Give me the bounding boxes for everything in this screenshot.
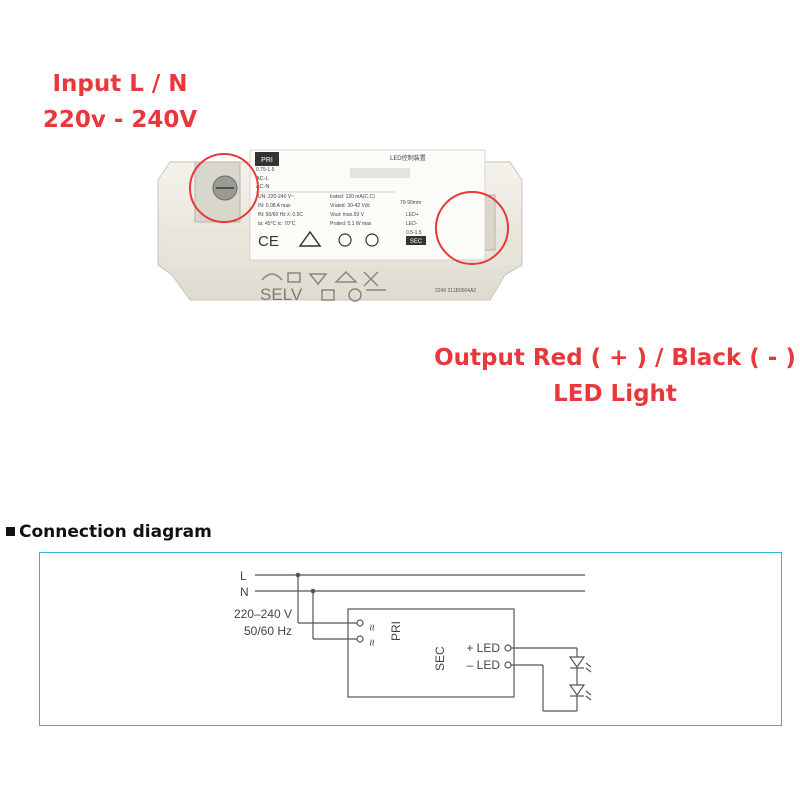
connection-diagram-frame: L N 220–240 V 50/60 Hz PRI ≈ ≈ SEC + LED… [39, 552, 782, 726]
certification-icon [338, 233, 352, 247]
led-diode-icon [568, 684, 592, 703]
junction-dot [295, 572, 301, 578]
terminal-l [356, 619, 364, 627]
input-highlight-circle [189, 153, 259, 223]
terminal-led-plus [504, 644, 512, 652]
label-ta: ta: 45°C tc: 70°C [258, 221, 296, 227]
bullet-square-icon [6, 527, 15, 536]
label-vout: Vout: max.59 V [330, 212, 365, 218]
label-in: IN: 0.08 A max [258, 203, 291, 209]
label-sec: SEC [433, 646, 447, 671]
safety-triangle-icon [298, 230, 322, 247]
temperature-icon [308, 273, 328, 286]
house-icon [334, 270, 358, 283]
output-highlight-circle [435, 191, 509, 265]
connection-diagram: L N 220–240 V 50/60 Hz PRI ≈ ≈ SEC + LED… [234, 569, 592, 712]
output-callout-line1: Output Red ( + ) / Black ( - ) [434, 345, 796, 371]
label-pri: PRI [261, 157, 273, 164]
fuse-icon [287, 272, 301, 283]
label-sec-range: 0.5-1.5 [406, 230, 422, 236]
label-un: UN: 220-240 V~ [258, 194, 294, 200]
serial-number: 2246 211B0504A2 [435, 288, 476, 294]
selv-mark: SELV [260, 285, 303, 304]
label-dims: 70-90mm [400, 200, 421, 206]
label-led-minus: – LED [467, 658, 501, 672]
input-callout-line2: 220v - 240V [42, 107, 198, 133]
label-rated: Irated: 120 mA(C.C) [330, 194, 375, 200]
line-symbol: ≈ [365, 624, 379, 631]
driver-box [347, 608, 515, 698]
terminal-n [356, 635, 364, 643]
label-pri: PRI [389, 621, 403, 641]
label-led-plus: LED+ [406, 212, 419, 218]
label-fn: fN: 50/60 Hz λ: 0.5C [258, 212, 303, 218]
input-callout-line1: Input L / N [52, 71, 188, 97]
led-driver-photo: PRI 0.75-1.5 AC-L AC-N LED控制装置 UN: 220-2… [157, 149, 523, 304]
label-title: LED控制装置 [390, 154, 426, 162]
label-pri-range: 0.75-1.5 [256, 167, 275, 173]
connection-diagram-title: Connection diagram [19, 522, 212, 542]
junction-dot [310, 588, 316, 594]
label-frequency: 50/60 Hz [244, 624, 292, 638]
ce-mark: CE [258, 233, 279, 250]
double-insulation-icon [321, 289, 335, 301]
label-ac-n: AC-N [256, 184, 269, 190]
output-callout-line2: LED Light [553, 381, 677, 407]
label-n: N [240, 585, 249, 599]
label-sec: SEC [410, 239, 423, 245]
label-l: L [240, 569, 247, 583]
independent-icon [348, 288, 362, 302]
label-voltage: 220–240 V [234, 607, 292, 621]
input-callout: Input L / N 220v - 240V [20, 66, 220, 138]
fire-icon [261, 273, 283, 281]
label-led-plus: + LED [466, 641, 500, 655]
connection-diagram-heading: Connection diagram [6, 522, 212, 542]
output-callout: Output Red ( + ) / Black ( - ) LED Light [430, 340, 800, 412]
label-prated: Prated: 5.1 W max [330, 221, 372, 227]
led-diode-icon [568, 656, 592, 675]
weee-bin-icon [363, 271, 379, 287]
neutral-symbol: ≈ [365, 639, 379, 646]
terminal-led-minus [504, 661, 512, 669]
label-vrated: Vrated: 30-42 Vdc [330, 203, 371, 209]
label-led-minus: LED- [406, 221, 418, 227]
label-ac-l: AC-L [256, 176, 269, 182]
ccc-icon [365, 233, 379, 247]
